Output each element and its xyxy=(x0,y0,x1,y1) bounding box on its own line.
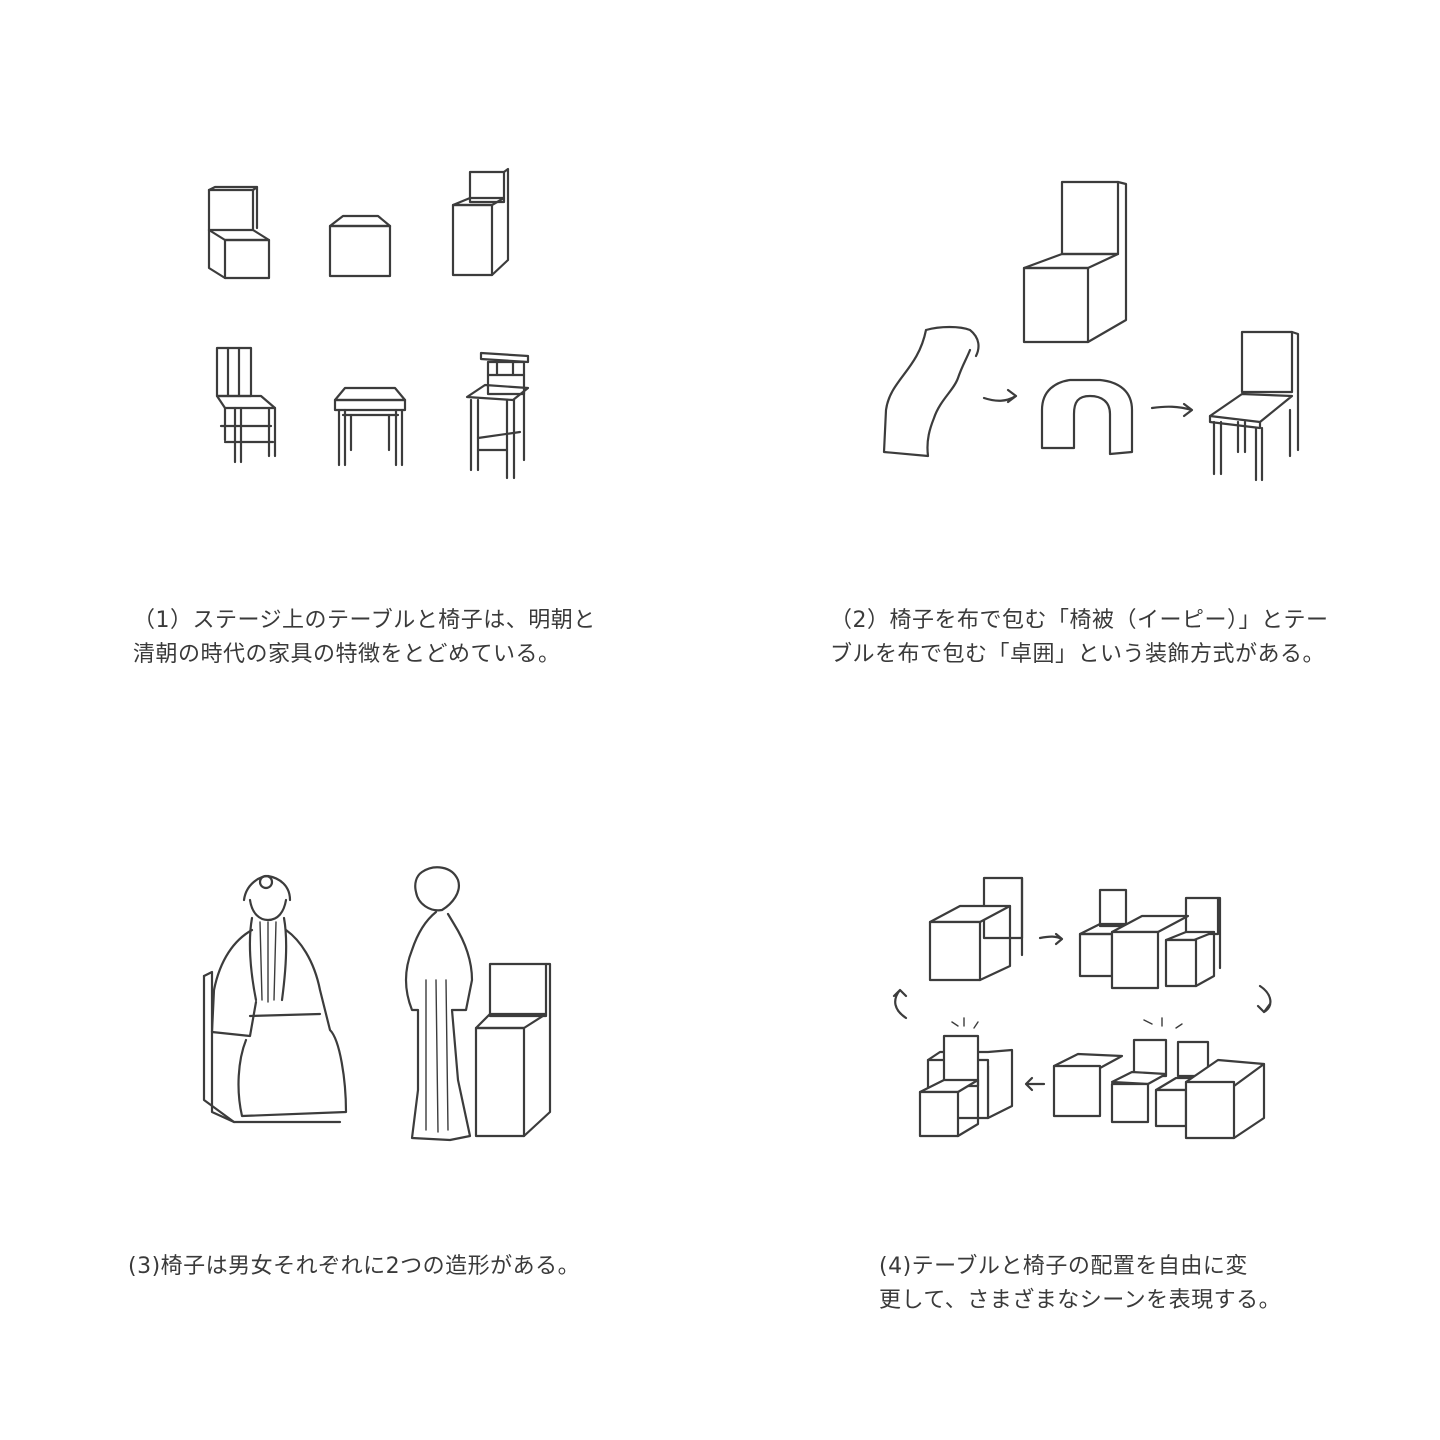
curved-arrow-up-icon xyxy=(892,988,908,1020)
rearrangement-cycle-illustration xyxy=(880,860,1280,1150)
curved-arrow-down-icon xyxy=(1256,984,1272,1014)
seated-male-figure-icon xyxy=(202,874,348,1124)
ming-table-icon xyxy=(333,386,407,467)
arrow-right-icon xyxy=(1038,932,1064,946)
spread-arrangement-icon xyxy=(1052,1017,1266,1140)
stacked-arrangement-icon xyxy=(918,1017,1014,1138)
caption-line: （1）ステージ上のテーブルと椅子は、明朝と xyxy=(133,608,596,633)
chair-table-chair-set-icon xyxy=(1078,888,1222,990)
cloth-wrap-illustration xyxy=(870,170,1310,490)
plain-chair-icon xyxy=(1208,330,1300,482)
ming-chair-icon xyxy=(215,346,277,464)
standing-female-figure-icon xyxy=(404,866,552,1142)
arrow-left-icon xyxy=(1024,1076,1046,1092)
tall-block-chair-icon xyxy=(451,167,510,277)
block-table-icon xyxy=(328,214,392,278)
caption-line: (3)椅子は男女それぞれに2つの造形がある。 xyxy=(128,1254,581,1279)
large-block-chair-icon xyxy=(1022,180,1128,344)
arrow-right-icon xyxy=(1150,402,1194,418)
caption-line: (4)テーブルと椅子の配置を自由に変 xyxy=(879,1254,1248,1279)
furniture-illustration-1 xyxy=(195,160,535,480)
table-chair-set-icon xyxy=(928,876,1024,982)
caption-4: (4)テーブルと椅子の配置を自由に変 更して、さまざまなシーンを表現する。 xyxy=(879,1250,1281,1318)
caption-1: （1）ステージ上のテーブルと椅子は、明朝と 清朝の時代の家具の特徴をとどめている… xyxy=(133,604,596,672)
arrow-right-icon xyxy=(982,388,1018,404)
opera-figures-illustration xyxy=(190,860,560,1160)
caption-3: (3)椅子は男女それぞれに2つの造形がある。 xyxy=(128,1250,580,1284)
caption-line: （2）椅子を布で包む「椅被（イーピー）」とテー xyxy=(830,608,1329,633)
block-chair-icon xyxy=(207,185,271,280)
tall-ming-chair-icon xyxy=(465,351,530,480)
caption-line: 清朝の時代の家具の特徴をとどめている。 xyxy=(133,642,561,667)
cloth-arch-icon xyxy=(1040,378,1134,456)
caption-line: 更して、さまざまなシーンを表現する。 xyxy=(879,1288,1282,1313)
caption-2: （2）椅子を布で包む「椅被（イーピー）」とテー ブルを布で包む「卓囲」という装飾… xyxy=(830,604,1329,672)
draped-cloth-icon xyxy=(882,325,980,458)
caption-line: ブルを布で包む「卓囲」という装飾方式がある。 xyxy=(830,642,1326,667)
